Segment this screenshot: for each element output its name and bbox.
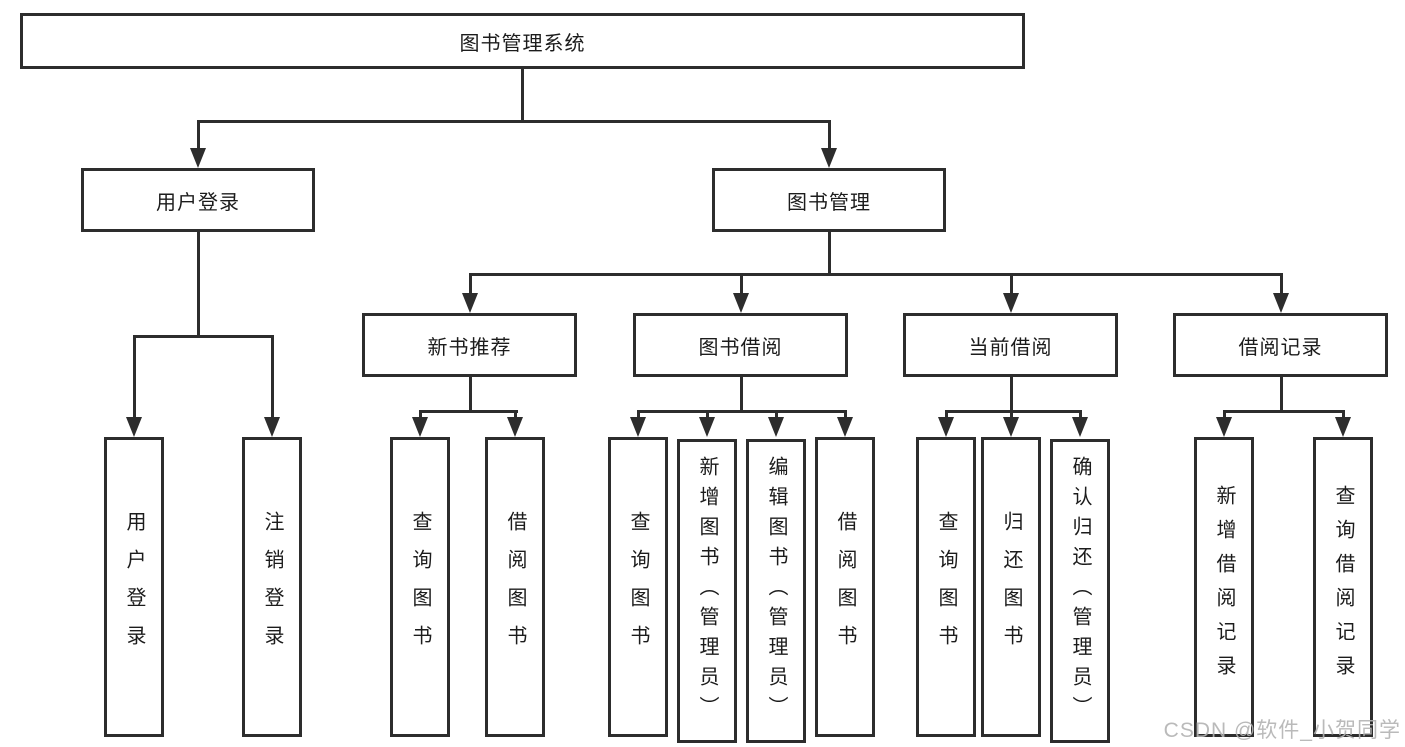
node-leaf-cb-return-books-label: 归还图书 <box>1000 511 1022 663</box>
connector-line <box>945 410 1082 413</box>
node-leaf-bb-query-books-label: 查询图书 <box>627 511 649 663</box>
arrow-down-icon <box>1335 417 1351 437</box>
node-leaf-bb-add-books-admin: 新增图书（管理员） <box>677 439 737 743</box>
connector-line <box>1280 273 1283 295</box>
node-leaf-cb-confirm-return-admin: 确认归还（管理员） <box>1050 439 1110 743</box>
node-leaf-br-query-record-label: 查询借阅记录 <box>1332 485 1354 689</box>
arrow-down-icon <box>1003 293 1019 313</box>
node-leaf-logout-label: 注销登录 <box>261 511 283 663</box>
connector-line <box>740 377 743 410</box>
connector-line <box>469 377 472 410</box>
node-leaf-cb-confirm-return-admin-label: 确认归还（管理员） <box>1069 456 1091 726</box>
node-book-borrow: 图书借阅 <box>633 313 848 377</box>
connector-line <box>740 273 743 295</box>
connector-line <box>197 232 200 335</box>
node-leaf-rec-borrow-books-label: 借阅图书 <box>504 511 526 663</box>
node-leaf-br-add-record-label: 新增借阅记录 <box>1213 485 1235 689</box>
connector-line <box>1223 410 1345 413</box>
node-new-book-rec: 新书推荐 <box>362 313 577 377</box>
connector-line <box>706 410 709 420</box>
arrow-down-icon <box>1072 417 1088 437</box>
node-leaf-logout: 注销登录 <box>242 437 302 737</box>
node-leaf-rec-borrow-books: 借阅图书 <box>485 437 545 737</box>
connector-line <box>828 120 831 152</box>
arrow-down-icon <box>412 417 428 437</box>
connector-line <box>271 335 274 419</box>
node-new-book-rec-label: 新书推荐 <box>427 336 512 359</box>
connector-line <box>945 410 948 420</box>
node-leaf-bb-edit-books-admin: 编辑图书（管理员） <box>746 439 806 743</box>
node-book-borrow-label: 图书借阅 <box>698 336 783 359</box>
node-root-label: 图书管理系统 <box>459 32 586 55</box>
node-user-login-group: 用户登录 <box>81 168 315 232</box>
node-leaf-cb-return-books: 归还图书 <box>981 437 1041 737</box>
arrow-down-icon <box>264 417 280 437</box>
connector-line <box>1280 377 1283 410</box>
connector-line <box>419 410 422 420</box>
node-leaf-cb-query-books: 查询图书 <box>916 437 976 737</box>
connector-line <box>1223 410 1226 420</box>
connector-line <box>1010 410 1013 420</box>
connector-line <box>469 273 1283 276</box>
node-current-borrow: 当前借阅 <box>903 313 1118 377</box>
connector-line <box>197 120 831 123</box>
csdn-watermark: CSDN @软件_小贺同学 <box>1163 719 1401 742</box>
node-leaf-rec-query-books: 查询图书 <box>390 437 450 737</box>
arrow-down-icon <box>821 148 837 168</box>
node-leaf-user-login-label: 用户登录 <box>123 511 145 663</box>
arrow-down-icon <box>938 417 954 437</box>
arrow-down-icon <box>630 417 646 437</box>
node-leaf-br-add-record: 新增借阅记录 <box>1194 437 1254 737</box>
connector-line <box>419 410 518 413</box>
connector-line <box>521 69 524 123</box>
node-root: 图书管理系统 <box>20 13 1025 69</box>
node-leaf-bb-edit-books-admin-label: 编辑图书（管理员） <box>765 456 787 726</box>
connector-line <box>844 410 847 420</box>
arrow-down-icon <box>768 417 784 437</box>
arrow-down-icon <box>699 417 715 437</box>
connector-line <box>828 232 831 273</box>
arrow-down-icon <box>190 148 206 168</box>
arrow-down-icon <box>1216 417 1232 437</box>
node-user-login-group-label: 用户登录 <box>156 191 240 214</box>
arrow-down-icon <box>1273 293 1289 313</box>
arrow-down-icon <box>733 293 749 313</box>
node-leaf-br-query-record: 查询借阅记录 <box>1313 437 1373 737</box>
connector-line <box>775 410 778 420</box>
node-leaf-bb-borrow-books: 借阅图书 <box>815 437 875 737</box>
node-leaf-user-login: 用户登录 <box>104 437 164 737</box>
arrow-down-icon <box>126 417 142 437</box>
connector-line <box>637 410 640 420</box>
connector-line <box>514 410 517 420</box>
node-leaf-cb-query-books-label: 查询图书 <box>935 511 957 663</box>
connector-line <box>197 120 200 152</box>
node-borrow-record: 借阅记录 <box>1173 313 1388 377</box>
node-book-mgmt-group-label: 图书管理 <box>787 191 871 214</box>
node-book-mgmt-group: 图书管理 <box>712 168 946 232</box>
arrow-down-icon <box>462 293 478 313</box>
arrow-down-icon <box>837 417 853 437</box>
node-leaf-bb-add-books-admin-label: 新增图书（管理员） <box>696 456 718 726</box>
connector-line <box>469 273 472 295</box>
arrow-down-icon <box>1003 417 1019 437</box>
node-leaf-bb-query-books: 查询图书 <box>608 437 668 737</box>
connector-line <box>133 335 136 419</box>
connector-line <box>1079 410 1082 420</box>
connector-line <box>637 410 847 413</box>
connector-line <box>1010 273 1013 295</box>
node-leaf-bb-borrow-books-label: 借阅图书 <box>834 511 856 663</box>
node-borrow-record-label: 借阅记录 <box>1238 336 1323 359</box>
connector-line <box>1342 410 1345 420</box>
node-current-borrow-label: 当前借阅 <box>968 336 1053 359</box>
arrow-down-icon <box>507 417 523 437</box>
connector-line <box>133 335 274 338</box>
connector-line <box>1010 377 1013 410</box>
node-leaf-rec-query-books-label: 查询图书 <box>409 511 431 663</box>
